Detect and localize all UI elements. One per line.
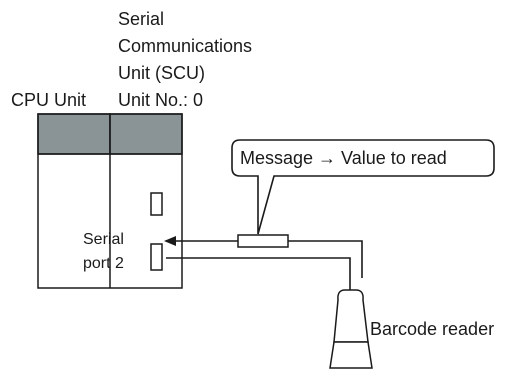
cpu-unit-label: CPU Unit xyxy=(11,90,87,110)
scu-unit-top-panel xyxy=(109,113,183,155)
cable-arrowhead xyxy=(164,236,176,246)
barcode-reader-label: Barcode reader xyxy=(370,319,495,339)
barcode-reader-head xyxy=(329,341,373,369)
scu-label-line1: Serial xyxy=(118,9,165,29)
scu-label-line4: Unit No.: 0 xyxy=(118,90,204,110)
scu-label-line2: Communications xyxy=(118,36,253,56)
message-callout-text: Message → Value to read xyxy=(240,148,447,168)
serial-port-1 xyxy=(150,192,163,216)
serial-port-label-line1: Serial xyxy=(83,231,124,248)
cpu-unit-top-panel xyxy=(37,113,111,155)
scu-label-line3: Unit (SCU) xyxy=(118,63,206,83)
cable-outer xyxy=(174,240,363,278)
message-callout-bubble xyxy=(231,139,495,235)
message-packet xyxy=(237,234,289,248)
barcode-reader-icon xyxy=(333,289,369,343)
cable-inner xyxy=(166,257,351,300)
serial-port-2 xyxy=(150,243,163,271)
serial-port-label-line2: port 2 xyxy=(83,255,124,272)
